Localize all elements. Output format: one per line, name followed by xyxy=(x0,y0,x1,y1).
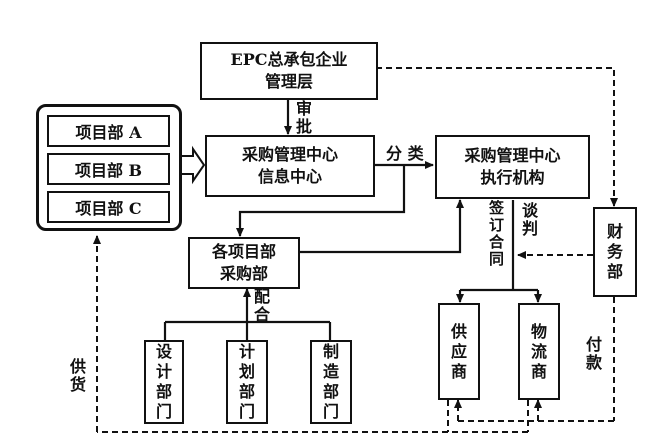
supplier-box: 供 应 商 xyxy=(438,303,480,400)
plan-char: 划 xyxy=(238,362,255,381)
exec-line1: 采购管理中心 xyxy=(464,146,561,165)
sign-char: 同 xyxy=(489,250,505,268)
supply-char: 供 xyxy=(70,357,87,376)
design-char: 设 xyxy=(155,342,172,361)
cooperate-char: 配 xyxy=(254,287,271,306)
manufacture-char: 造 xyxy=(322,362,339,381)
project-c-box: 项目部 C xyxy=(47,191,170,223)
logistics-char: 商 xyxy=(530,361,547,381)
plan-dept-box: 计 划 部 门 xyxy=(226,340,268,424)
info-line2: 信息中心 xyxy=(257,167,322,186)
payment-label: 付 款 xyxy=(586,336,602,372)
logistics-box: 物 流 商 xyxy=(518,303,560,400)
negotiate-label: 谈 判 xyxy=(522,202,538,238)
plan-char: 部 xyxy=(238,382,255,401)
plan-char: 计 xyxy=(238,342,255,361)
sign-char: 签 xyxy=(489,199,505,217)
projdept-line1: 各项目部 xyxy=(211,242,276,261)
exec-agency-box: 采购管理中心 执行机构 xyxy=(435,135,590,199)
info-line1: 采购管理中心 xyxy=(241,145,338,164)
cooperate-label: 配 合 xyxy=(254,288,270,324)
classify-label: 分 类 xyxy=(386,144,424,163)
manufacture-char: 制 xyxy=(322,342,339,361)
payment-char: 款 xyxy=(586,353,603,372)
supplier-char: 供 xyxy=(450,321,467,341)
sign-contract-label: 签 订 合 同 xyxy=(489,200,504,268)
edge-projdept-exec xyxy=(298,199,464,254)
manufacture-dept-box: 制 造 部 门 xyxy=(310,340,352,424)
design-dept-box: 设 计 部 门 xyxy=(144,340,184,424)
project-procurement-box: 各项目部 采购部 xyxy=(188,237,300,289)
exec-line2: 执行机构 xyxy=(480,168,545,187)
design-char: 部 xyxy=(155,382,172,401)
logistics-char: 流 xyxy=(530,341,547,361)
edge-projects-info xyxy=(180,145,206,185)
info-center-box: 采购管理中心 信息中心 xyxy=(205,135,375,197)
project-c-label: 项目部 C xyxy=(75,199,142,218)
sign-char: 合 xyxy=(489,233,505,251)
negotiate-char: 谈 xyxy=(522,201,539,220)
approve-char: 审 xyxy=(296,99,313,118)
edge-info-projdept xyxy=(236,165,406,237)
logistics-char: 物 xyxy=(530,321,547,341)
manufacture-char: 门 xyxy=(322,402,339,421)
design-char: 计 xyxy=(155,362,172,381)
cooperate-char: 合 xyxy=(254,305,271,324)
projdept-line2: 采购部 xyxy=(219,264,268,283)
finance-box: 财 务 部 xyxy=(593,207,637,297)
payment-char: 付 xyxy=(586,335,603,354)
plan-char: 门 xyxy=(238,402,255,421)
project-a-label: 项目部 A xyxy=(75,123,142,142)
epc-line1: EPC总承包企业 xyxy=(230,50,348,69)
approve-label: 审 批 xyxy=(296,100,312,136)
design-char: 门 xyxy=(155,402,172,421)
project-b-label: 项目部 B xyxy=(74,161,143,180)
supply-goods-label: 供 货 xyxy=(70,358,86,394)
epc-line2: 管理层 xyxy=(264,72,313,91)
sign-char: 订 xyxy=(489,216,505,234)
project-a-box: 项目部 A xyxy=(47,115,170,147)
finance-char: 财 xyxy=(606,222,623,241)
project-b-box: 项目部 B xyxy=(47,153,170,185)
supplier-char: 商 xyxy=(450,361,467,381)
supplier-char: 应 xyxy=(450,341,467,361)
supply-char: 货 xyxy=(70,375,87,394)
epc-management-box: EPC总承包企业 管理层 xyxy=(200,42,378,100)
finance-char: 部 xyxy=(606,262,623,281)
manufacture-char: 部 xyxy=(322,382,339,401)
finance-char: 务 xyxy=(606,242,623,261)
negotiate-char: 判 xyxy=(522,219,539,238)
edge-epc-finance xyxy=(376,67,618,207)
approve-char: 批 xyxy=(296,117,313,136)
